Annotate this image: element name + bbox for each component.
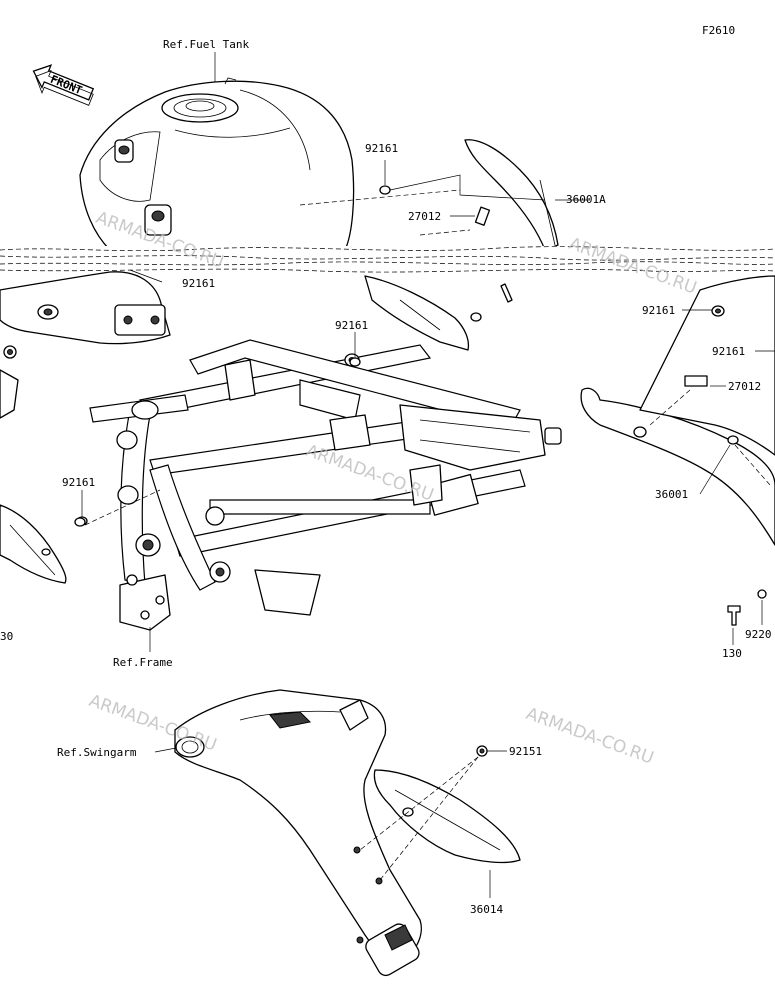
part-27012-top-label: 27012	[408, 210, 441, 223]
ref-fuel-tank-label: Ref.Fuel Tank	[163, 38, 249, 51]
ref-swingarm-label: Ref.Swingarm	[57, 746, 137, 759]
part-left-partial-label: 30	[0, 630, 13, 643]
watermark-5: ARMADA-CO.RU	[523, 704, 656, 769]
center-side-cover	[364, 275, 513, 351]
part-36001-label: 36001	[655, 488, 688, 501]
part-92161-mid-label: 92161	[335, 319, 368, 332]
part-92161-top-label: 92161	[365, 142, 398, 155]
chain-guard-36014	[373, 745, 521, 864]
ref-frame-label: Ref.Frame	[113, 656, 173, 669]
front-arrow-label: FRONT	[48, 73, 84, 98]
leader-lines	[81, 52, 775, 898]
part-92161-right2-label: 92161	[712, 345, 745, 358]
diagram-code: F2610	[702, 24, 735, 37]
front-arrow-icon: FRONT	[32, 64, 95, 106]
part-92161-right1-label: 92161	[642, 304, 675, 317]
part-9220-label: 9220	[745, 628, 772, 641]
break-band	[0, 246, 775, 274]
side-cover-36001A	[464, 139, 559, 251]
left-cowl-upper	[0, 271, 171, 419]
fasteners	[74, 185, 767, 626]
part-92151-label: 92151	[509, 745, 542, 758]
part-130-label: 130	[722, 647, 742, 660]
part-92161-lower-label: 92161	[62, 476, 95, 489]
left-lower-cover	[0, 504, 88, 584]
side-cover-36001	[580, 275, 775, 546]
part-36001A-label: 36001A	[566, 193, 606, 206]
part-92161-left-label: 92161	[182, 277, 215, 290]
frame	[89, 339, 562, 631]
part-36014-label: 36014	[470, 903, 503, 916]
swingarm	[174, 689, 422, 977]
part-27012-right-label: 27012	[728, 380, 761, 393]
fuel-tank	[79, 77, 355, 251]
